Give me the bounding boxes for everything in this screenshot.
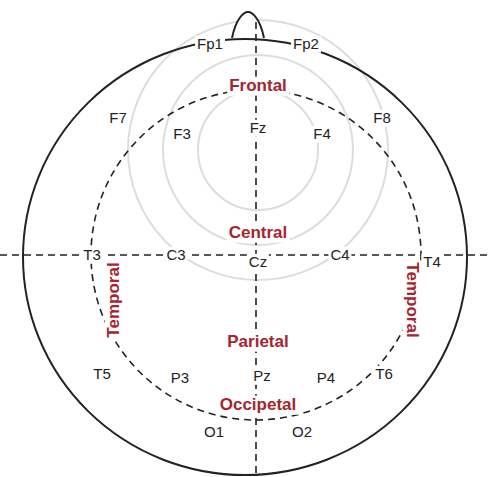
dashed-circle	[91, 90, 421, 420]
electrode-label: T3	[81, 247, 103, 264]
electrode-label: Fp1	[195, 36, 225, 53]
electrode-label: F7	[107, 110, 129, 127]
electrode-label: O1	[202, 424, 226, 441]
electrode-label: Fp2	[291, 36, 321, 53]
region-name: Central	[227, 224, 290, 243]
electrode-label: T5	[91, 366, 113, 383]
electrode-label: Pz	[251, 368, 273, 385]
head-outline	[23, 39, 467, 475]
electrode-label: P4	[315, 370, 337, 387]
region-name: Parietal	[225, 333, 290, 352]
electrode-label: T6	[373, 366, 395, 383]
electrode-label: Fz	[248, 120, 269, 137]
electrode-label: F8	[371, 110, 393, 127]
electrode-label: C3	[164, 247, 187, 264]
dashed-axis	[0, 254, 490, 256]
electrode-label: P3	[169, 370, 191, 387]
watermark-rosette	[128, 20, 388, 280]
electrode-label: O2	[290, 424, 314, 441]
electrode-label: C4	[328, 247, 351, 264]
region-name: Frontal	[227, 77, 289, 96]
electrode-label: F3	[171, 126, 193, 143]
region-name: Occipetal	[218, 396, 299, 415]
region-name: Temporal	[105, 260, 124, 339]
electrode-label: Cz	[247, 254, 269, 271]
region-name: Temporal	[403, 260, 422, 339]
electrode-label: F4	[311, 126, 333, 143]
nose-outline	[232, 12, 264, 38]
electrode-label: T4	[421, 254, 443, 271]
